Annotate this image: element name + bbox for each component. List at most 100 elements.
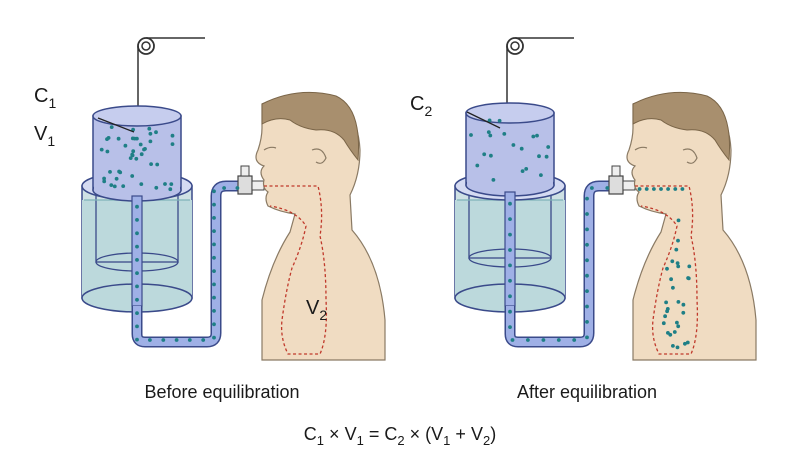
- gas-particle: [469, 133, 473, 137]
- gas-particle: [148, 338, 152, 342]
- gas-particle: [676, 218, 681, 223]
- gas-particle: [148, 139, 153, 144]
- gas-chamber-left: [92, 105, 182, 202]
- gas-particle: [572, 338, 577, 342]
- gas-particle: [187, 338, 192, 342]
- gas-particle: [510, 338, 515, 342]
- gas-particle: [664, 300, 668, 305]
- gas-particle: [148, 131, 153, 136]
- gas-particle: [135, 311, 139, 315]
- gas-particle: [652, 187, 656, 191]
- gas-particle: [170, 142, 175, 147]
- caption-after: After equilibration: [517, 382, 657, 402]
- gas-particle: [665, 307, 670, 311]
- gas-particle: [675, 261, 680, 265]
- gas-particle: [116, 136, 121, 141]
- gas-particle: [174, 338, 179, 342]
- gas-particle: [672, 330, 677, 334]
- gas-particle: [212, 335, 216, 340]
- mouthpiece-valve-left: [237, 165, 265, 195]
- gas-particle: [497, 118, 502, 123]
- gas-particle: [671, 285, 675, 290]
- gas-particle: [590, 186, 594, 190]
- gas-particle: [676, 238, 680, 243]
- gas-particle: [508, 248, 512, 252]
- gas-particle: [524, 167, 529, 171]
- gas-particle: [685, 340, 690, 345]
- gas-particle: [130, 174, 135, 178]
- gas-particle: [168, 187, 173, 192]
- gas-particle: [676, 300, 681, 304]
- gas-particle: [161, 338, 166, 342]
- gas-particle: [109, 183, 114, 188]
- gas-particle: [675, 320, 679, 325]
- gas-particle: [585, 258, 589, 263]
- gas-particle: [139, 182, 144, 187]
- gas-particle: [132, 136, 137, 141]
- gas-particle: [666, 187, 670, 191]
- gas-particle: [675, 345, 680, 350]
- gas-particle: [135, 244, 139, 249]
- label-c2: C2: [410, 93, 432, 119]
- equation: C1 × V1 = C2 × (V1 + V2): [304, 424, 496, 448]
- particles-right: [469, 118, 692, 350]
- gas-particle: [155, 162, 160, 167]
- gas-particle: [108, 170, 112, 174]
- gas-particle: [109, 125, 114, 129]
- gas-particle: [541, 338, 546, 342]
- gas-particle: [139, 152, 144, 157]
- gas-particle: [201, 338, 206, 342]
- gas-particle: [212, 269, 216, 273]
- person-right: [626, 91, 757, 361]
- gas-particle: [212, 255, 216, 260]
- gas-particle: [130, 152, 135, 157]
- gas-particle: [212, 216, 216, 220]
- caption-before: Before equilibration: [144, 382, 299, 402]
- gas-particle: [135, 231, 139, 236]
- gas-particle: [519, 146, 524, 151]
- gas-particle: [489, 153, 493, 158]
- panel-after: C2 After equilibration: [410, 37, 757, 402]
- gas-particle: [686, 276, 691, 281]
- panel-before: C1 V1 V2 Before equilibration: [34, 37, 386, 402]
- gas-particle: [673, 187, 678, 191]
- gas-particle: [131, 127, 136, 132]
- gas-particle: [123, 143, 128, 148]
- gas-particle: [585, 304, 589, 309]
- gas-particle: [121, 184, 126, 189]
- gas-particle: [508, 294, 512, 299]
- gas-particle: [585, 289, 589, 293]
- gas-particle: [556, 338, 561, 342]
- gas-particle: [659, 187, 663, 191]
- gas-particle: [644, 187, 649, 191]
- gas-particle: [508, 263, 512, 268]
- gas-particle: [154, 130, 158, 135]
- gas-particle: [170, 133, 175, 138]
- gas-particle: [106, 136, 111, 140]
- gas-particle: [102, 176, 106, 181]
- gas-particle: [585, 196, 589, 201]
- gas-particle: [669, 277, 673, 282]
- gas-particle: [117, 169, 121, 174]
- gas-particle: [482, 152, 487, 157]
- gas-particle: [149, 162, 154, 167]
- gas-particle: [138, 142, 143, 147]
- gas-particle: [135, 297, 139, 302]
- gas-particle: [637, 187, 642, 191]
- gas-particle: [537, 154, 541, 159]
- gas-particle: [681, 310, 686, 315]
- gas-particle: [585, 242, 589, 247]
- gas-particle: [671, 344, 675, 348]
- gas-particle: [674, 247, 679, 252]
- gas-particle: [212, 229, 216, 234]
- gas-particle: [135, 258, 139, 262]
- gas-particle: [212, 189, 216, 194]
- gas-particle: [511, 143, 516, 147]
- person-left: [255, 91, 386, 361]
- gas-particle: [546, 145, 551, 149]
- gas-particle: [475, 163, 480, 168]
- gas-particle: [135, 284, 139, 289]
- gas-particle: [488, 133, 493, 138]
- gas-particle: [508, 325, 512, 329]
